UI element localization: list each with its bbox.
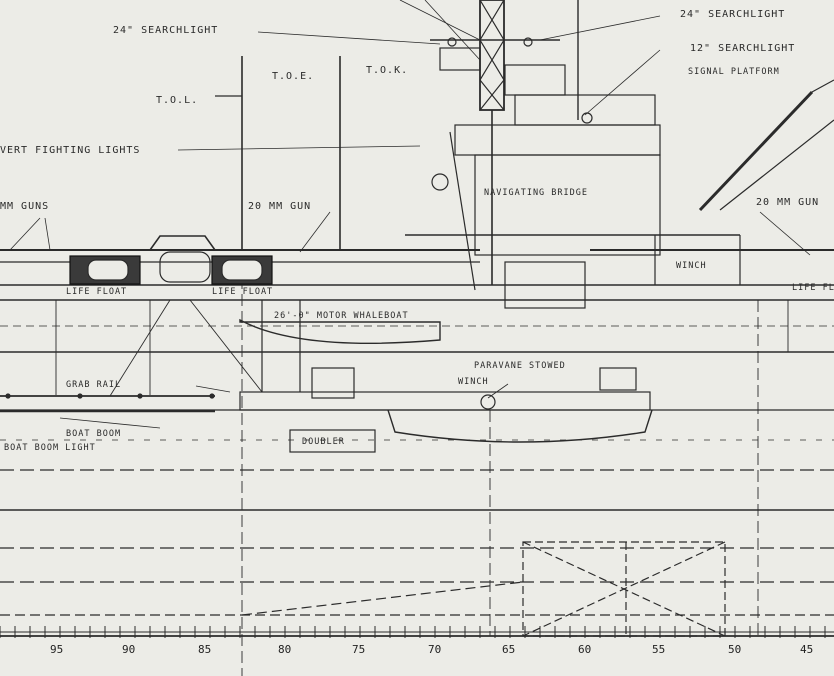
scale-tick: 90 <box>122 643 136 656</box>
guns-left-label: MM GUNS <box>0 201 50 212</box>
frame-lines <box>55 260 789 676</box>
scale-tick: 50 <box>728 643 742 656</box>
grab-rail <box>0 299 263 413</box>
hatch <box>241 541 726 637</box>
doubler-label: DOUBLER <box>302 437 345 447</box>
superstructure <box>405 37 741 309</box>
grab-rail-label: GRAB RAIL <box>66 380 122 390</box>
crane <box>698 79 834 212</box>
fighting-lights-label: VERT FIGHTING LIGHTS <box>0 145 141 156</box>
scale-tick: 70 <box>428 643 442 656</box>
scale-tick: 45 <box>800 643 814 656</box>
life-float-label-2: LIFE FLOAT <box>212 287 274 297</box>
life-floats <box>69 235 273 285</box>
tol-label: T.O.L. <box>156 95 199 106</box>
signal-platform-label: SIGNAL PLATFORM <box>688 67 780 77</box>
winch-upper-label: WINCH <box>676 261 707 271</box>
life-float-label-1: LIFE FLOAT <box>66 287 128 297</box>
searchlight-24-right-label: 24" SEARCHLIGHT <box>680 9 786 20</box>
scale-tick: 85 <box>198 643 212 656</box>
whaleboat-label: 26'-0" MOTOR WHALEBOAT <box>274 311 409 321</box>
gun-right-label: 20 MM GUN <box>756 197 820 208</box>
winch-lower-label: WINCH <box>458 377 489 387</box>
gun-mid-label: 20 MM GUN <box>248 201 312 212</box>
scale-tick: 95 <box>50 643 64 656</box>
life-float-label-3: LIFE FLOAT <box>792 283 834 293</box>
hull-lines <box>0 299 834 637</box>
scale-ruler <box>0 626 834 638</box>
whaleboat <box>239 300 441 392</box>
scale-tick: 65 <box>502 643 516 656</box>
paravane-label: PARAVANE STOWED <box>474 361 566 371</box>
lower-deck <box>239 367 653 453</box>
searchlight-24-left-label: 24" SEARCHLIGHT <box>113 25 219 36</box>
toe-label: T.O.E. <box>272 71 315 82</box>
scale-tick: 75 <box>352 643 366 656</box>
navigating-bridge-label: NAVIGATING BRIDGE <box>484 188 588 198</box>
tok-label: T.O.K. <box>366 65 409 76</box>
searchlight-12-label: 12" SEARCHLIGHT <box>690 43 796 54</box>
boat-boom-light-label: BOAT BOOM LIGHT <box>4 443 96 453</box>
scale-tick: 55 <box>652 643 666 656</box>
boat-boom-label: BOAT BOOM <box>66 429 122 439</box>
scale-tick: 80 <box>278 643 292 656</box>
scale-tick: 60 <box>578 643 592 656</box>
leader-lines <box>9 15 811 429</box>
